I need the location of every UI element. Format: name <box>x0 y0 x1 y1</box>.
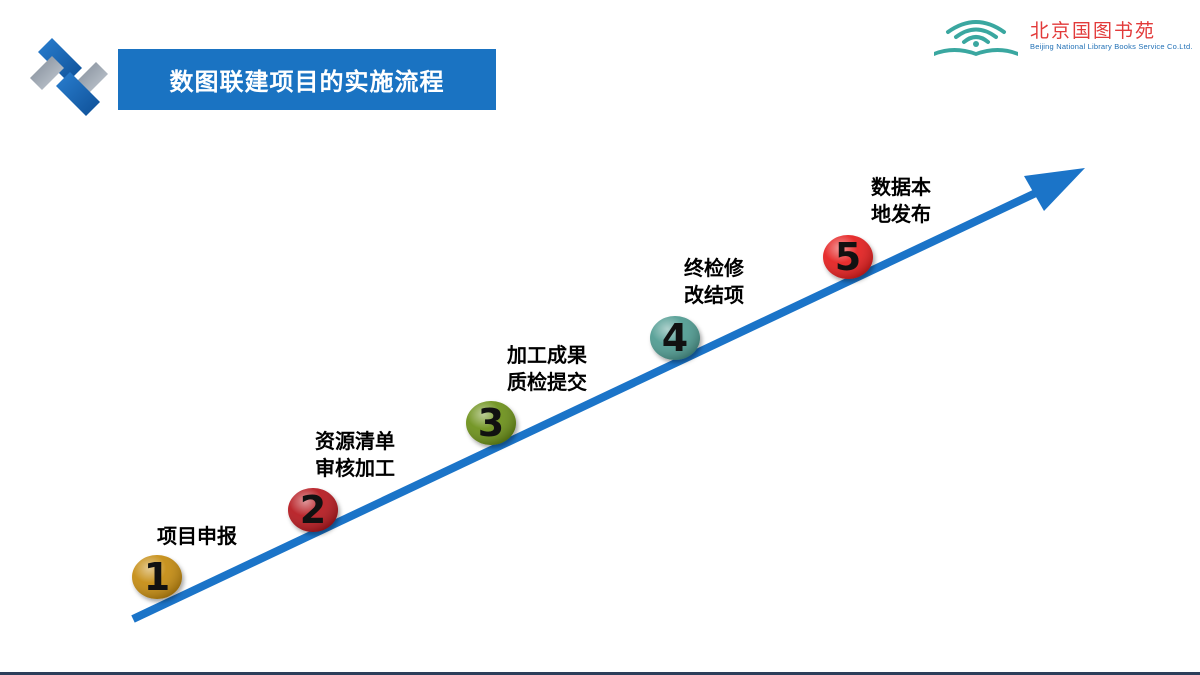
step-ball-shine-5 <box>823 235 873 279</box>
brand-logo: 北京国图书苑 Beijing National Library Books Se… <box>930 10 1192 60</box>
book-signal-icon <box>934 20 1018 56</box>
step-number-2: 2 <box>300 488 326 532</box>
brand-subtitle: Beijing National Library Books Service C… <box>1030 42 1193 51</box>
page-title: 数图联建项目的实施流程 <box>118 49 496 110</box>
step-label-1: 项目申报 <box>157 524 237 548</box>
step-ball-2: 2 <box>288 488 338 532</box>
flow-arrow-shaft <box>131 187 1042 623</box>
step-number-4: 4 <box>662 316 688 360</box>
step-ball-shine-3 <box>466 401 516 445</box>
step-label-2: 资源清单 审核加工 <box>315 429 395 480</box>
step-label-5: 数据本 地发布 <box>871 175 931 226</box>
bottom-divider <box>0 672 1200 675</box>
step-number-3: 3 <box>478 401 504 445</box>
step-ball-shine-1 <box>132 555 182 599</box>
step-ball-shine-4 <box>650 316 700 360</box>
corner-logo-icon <box>30 38 108 116</box>
step-number-5: 5 <box>835 235 861 279</box>
flow-arrow-head <box>1024 168 1085 211</box>
brand-name: 北京国图书苑 <box>1030 20 1157 42</box>
step-label-3: 加工成果 质检提交 <box>507 343 587 394</box>
step-ball-5: 5 <box>823 235 873 279</box>
step-ball-shine-2 <box>288 488 338 532</box>
step-ball-3: 3 <box>466 401 516 445</box>
step-ball-4: 4 <box>650 316 700 360</box>
step-label-4: 终检修 改结项 <box>684 256 744 307</box>
step-ball-1: 1 <box>132 555 182 599</box>
step-number-1: 1 <box>144 555 170 599</box>
